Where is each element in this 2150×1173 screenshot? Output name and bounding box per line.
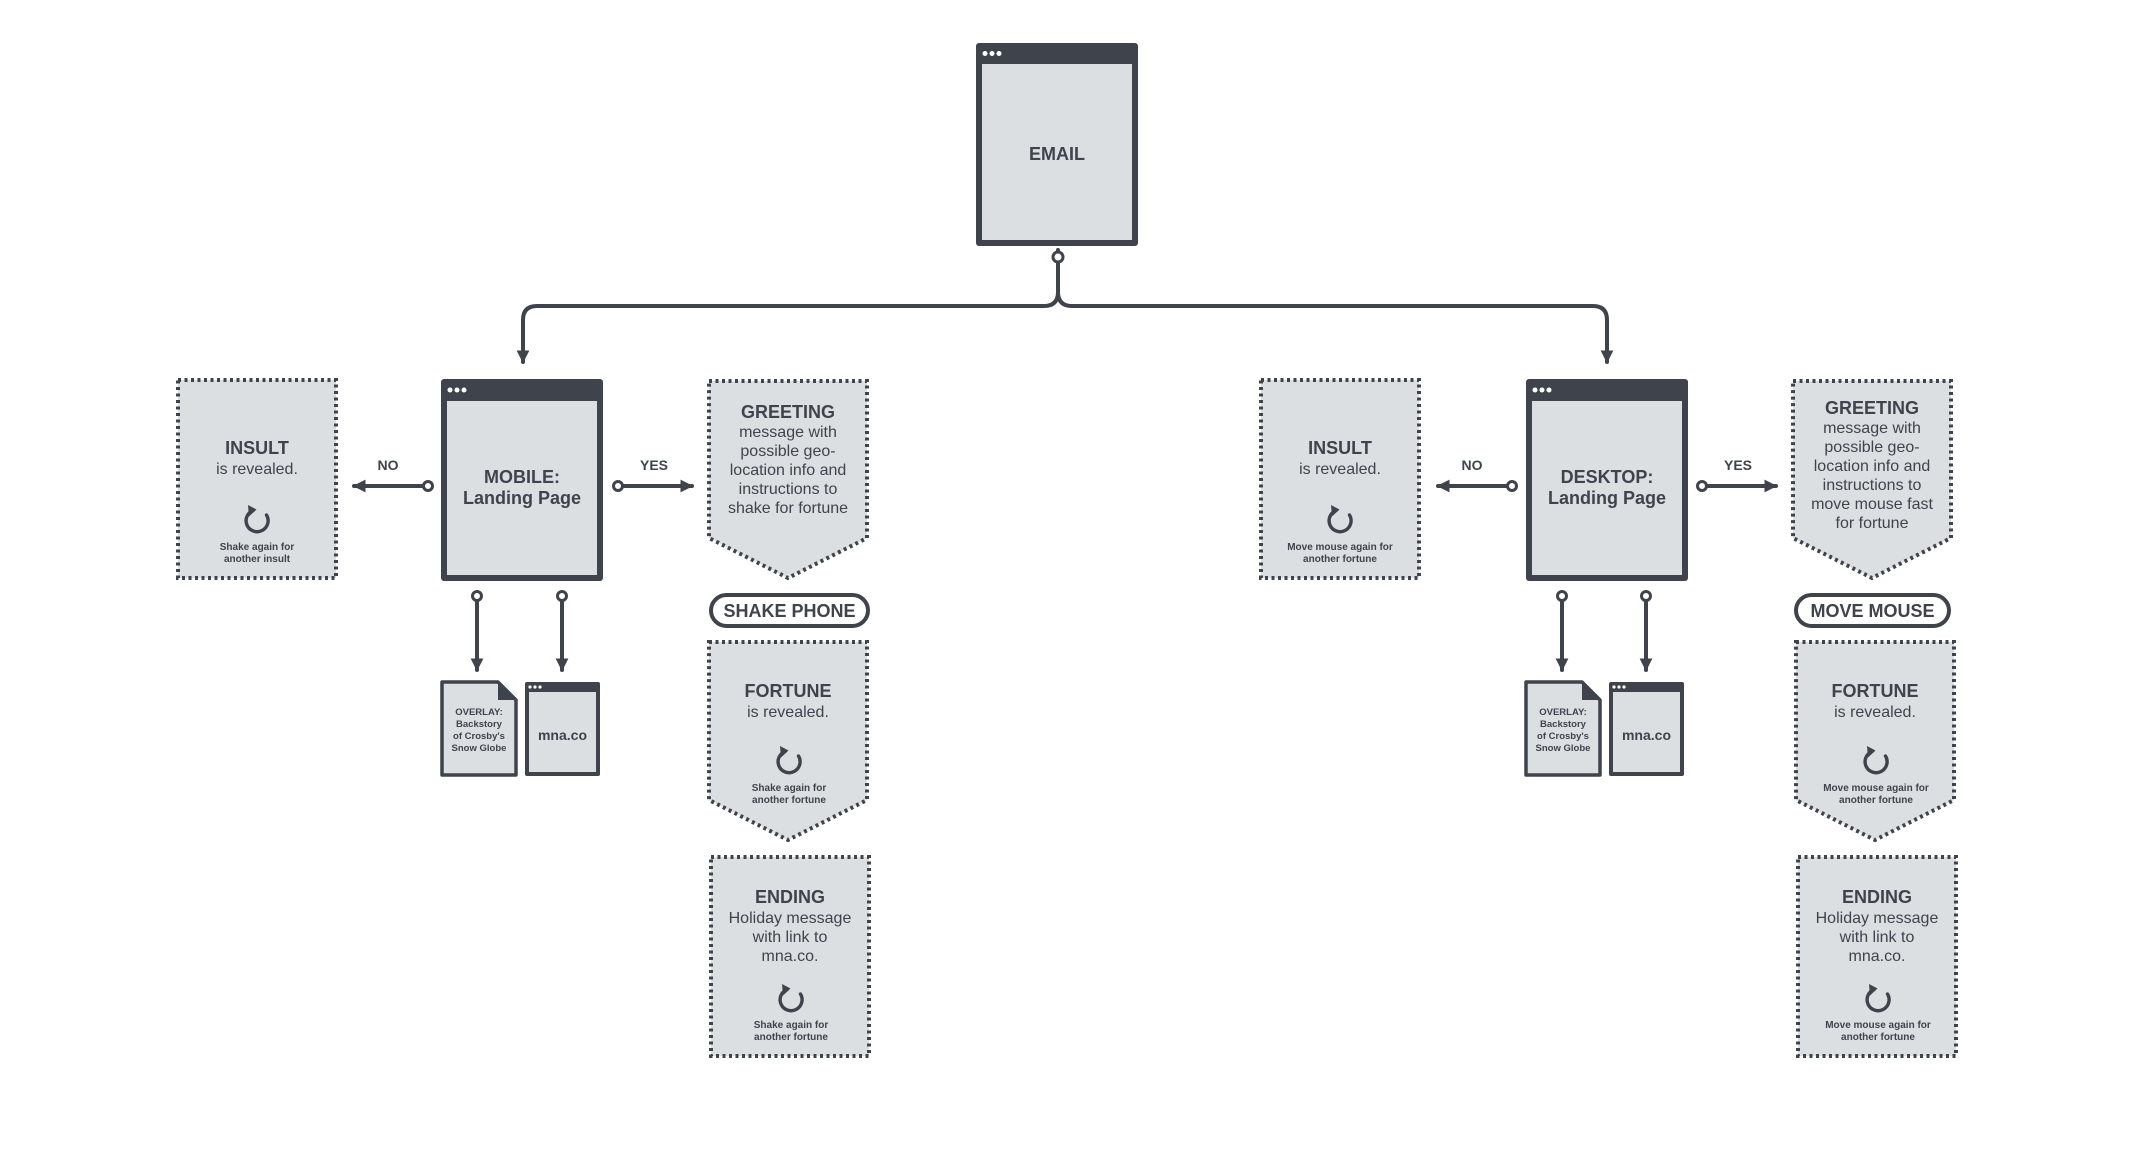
desktop-ending-line-1: Holiday message	[1816, 910, 1939, 927]
mobile-ending-box: ENDING Holiday message with link to mna.…	[709, 855, 871, 1058]
desktop-ending-hint-1: Move mouse again for	[1825, 1020, 1931, 1031]
desktop-insult-body: is revealed.	[1299, 461, 1381, 478]
mobile-ending-hint-1: Shake again for	[754, 1020, 829, 1031]
mobile-ending-line-2: with link to	[752, 929, 828, 946]
desktop-ending-line-3: mna.co.	[1849, 948, 1906, 965]
mobile-action-label: SHAKE PHONE	[723, 601, 855, 621]
email-connector	[516, 248, 1614, 364]
desktop-fortune-hint-2: another fortune	[1839, 795, 1913, 806]
mobile-insult-body: is revealed.	[216, 461, 298, 478]
mobile-site-label: mna.co	[538, 727, 587, 743]
document-icon	[1582, 682, 1600, 700]
desktop-fortune-title: FORTUNE	[1832, 681, 1919, 701]
desktop-site-label: mna.co	[1622, 727, 1671, 743]
desktop-no-arrow: NO	[1436, 457, 1518, 493]
desktop-action-pill: MOVE MOUSE	[1794, 593, 1951, 628]
mobile-fortune-box: FORTUNE is revealed. Shake again for ano…	[707, 640, 869, 843]
desktop-landing-window: DESKTOP: Landing Page	[1526, 379, 1688, 581]
mobile-page-title: MOBILE:	[484, 467, 560, 487]
desktop-yes-arrow: YES	[1696, 457, 1778, 493]
mobile-no-arrow: NO	[352, 457, 434, 493]
desktop-greeting-line-4: instructions to	[1823, 477, 1922, 494]
desktop-fortune-hint-1: Move mouse again for	[1823, 783, 1929, 794]
mobile-greeting-line-4: instructions to	[739, 481, 838, 498]
window-dots-icon	[1612, 685, 1626, 689]
mobile-landing-window: MOBILE: Landing Page	[441, 379, 603, 581]
desktop-insult-box: INSULT is revealed. Move mouse again for…	[1259, 378, 1421, 580]
desktop-greeting-line-5: move mouse fast	[1811, 496, 1933, 513]
desktop-action-label: MOVE MOUSE	[1810, 601, 1934, 621]
mobile-greeting-line-3: location info and	[730, 462, 847, 479]
mobile-down-arrows	[470, 590, 569, 672]
mobile-branch: MOBILE: Landing Page NO YES INSULT is re…	[176, 378, 871, 1058]
mobile-ending-line-1: Holiday message	[729, 910, 852, 927]
mobile-page-subtitle: Landing Page	[463, 488, 581, 508]
mobile-overlay-document: OVERLAY: Backstory of Crosby's Snow Glob…	[440, 680, 518, 777]
desktop-fortune-box: FORTUNE is revealed. Move mouse again fo…	[1794, 640, 1956, 843]
mobile-greeting-line-2: possible geo-	[740, 443, 835, 460]
mobile-overlay-line-4: Snow Globe	[452, 743, 507, 754]
desktop-overlay-document: OVERLAY: Backstory of Crosby's Snow Glob…	[1524, 680, 1602, 777]
mobile-greeting-line-5: shake for fortune	[728, 500, 848, 517]
desktop-greeting-line-2: possible geo-	[1824, 439, 1919, 456]
desktop-page-title: DESKTOP:	[1561, 467, 1654, 487]
mobile-greeting-title: GREETING	[741, 402, 835, 422]
mobile-insult-title: INSULT	[225, 438, 289, 458]
desktop-ending-title: ENDING	[1842, 887, 1912, 907]
desktop-greeting-title: GREETING	[1825, 398, 1919, 418]
mobile-overlay-line-1: OVERLAY:	[455, 707, 503, 718]
desktop-greeting-line-1: message with	[1823, 420, 1921, 437]
window-dots-icon	[447, 387, 467, 393]
desktop-insult-hint-2: another fortune	[1303, 554, 1377, 565]
mobile-site-window: mna.co	[525, 682, 600, 776]
mobile-overlay-line-3: of Crosby's	[453, 731, 505, 742]
mobile-yes-arrow: YES	[612, 457, 694, 493]
window-dots-icon	[528, 685, 542, 689]
desktop-greeting-line-3: location info and	[1814, 458, 1931, 475]
mobile-insult-hint-2: another insult	[224, 554, 291, 565]
mobile-overlay-line-2: Backstory	[456, 719, 503, 730]
document-icon	[498, 682, 516, 700]
desktop-insult-hint-1: Move mouse again for	[1287, 542, 1393, 553]
desktop-overlay-line-2: Backstory	[1540, 719, 1587, 730]
mobile-greeting-box: GREETING message with possible geo- loca…	[707, 379, 869, 581]
desktop-ending-line-2: with link to	[1839, 929, 1915, 946]
mobile-no-label: NO	[378, 457, 399, 473]
window-dots-icon	[982, 51, 1002, 56]
email-title: EMAIL	[1029, 144, 1085, 164]
desktop-ending-box: ENDING Holiday message with link to mna.…	[1796, 855, 1958, 1058]
mobile-fortune-hint-1: Shake again for	[752, 783, 827, 794]
mobile-insult-hint-1: Shake again for	[220, 542, 295, 553]
desktop-yes-label: YES	[1724, 457, 1752, 473]
email-window: EMAIL	[976, 43, 1138, 246]
mobile-fortune-hint-2: another fortune	[752, 795, 826, 806]
mobile-fortune-title: FORTUNE	[745, 681, 832, 701]
desktop-page-subtitle: Landing Page	[1548, 488, 1666, 508]
mobile-ending-hint-2: another fortune	[754, 1032, 828, 1043]
desktop-overlay-line-3: of Crosby's	[1537, 731, 1589, 742]
desktop-insult-title: INSULT	[1308, 438, 1372, 458]
desktop-fortune-body: is revealed.	[1834, 704, 1916, 721]
mobile-yes-label: YES	[640, 457, 668, 473]
desktop-down-arrows	[1555, 590, 1653, 672]
desktop-overlay-line-1: OVERLAY:	[1539, 707, 1587, 718]
mobile-ending-line-3: mna.co.	[762, 948, 819, 965]
desktop-no-label: NO	[1462, 457, 1483, 473]
desktop-branch: DESKTOP: Landing Page NO YES INSULT is r…	[1259, 378, 1958, 1058]
window-dots-icon	[1532, 387, 1552, 393]
desktop-ending-hint-2: another fortune	[1841, 1032, 1915, 1043]
desktop-overlay-line-4: Snow Globe	[1536, 743, 1591, 754]
mobile-insult-box: INSULT is revealed. Shake again for anot…	[176, 378, 338, 580]
desktop-greeting-box: GREETING message with possible geo- loca…	[1791, 379, 1953, 581]
mobile-action-pill: SHAKE PHONE	[709, 593, 870, 628]
mobile-ending-title: ENDING	[755, 887, 825, 907]
mobile-fortune-body: is revealed.	[747, 704, 829, 721]
mobile-greeting-line-1: message with	[739, 424, 837, 441]
desktop-greeting-line-6: for fortune	[1836, 515, 1909, 532]
desktop-site-window: mna.co	[1609, 682, 1684, 776]
